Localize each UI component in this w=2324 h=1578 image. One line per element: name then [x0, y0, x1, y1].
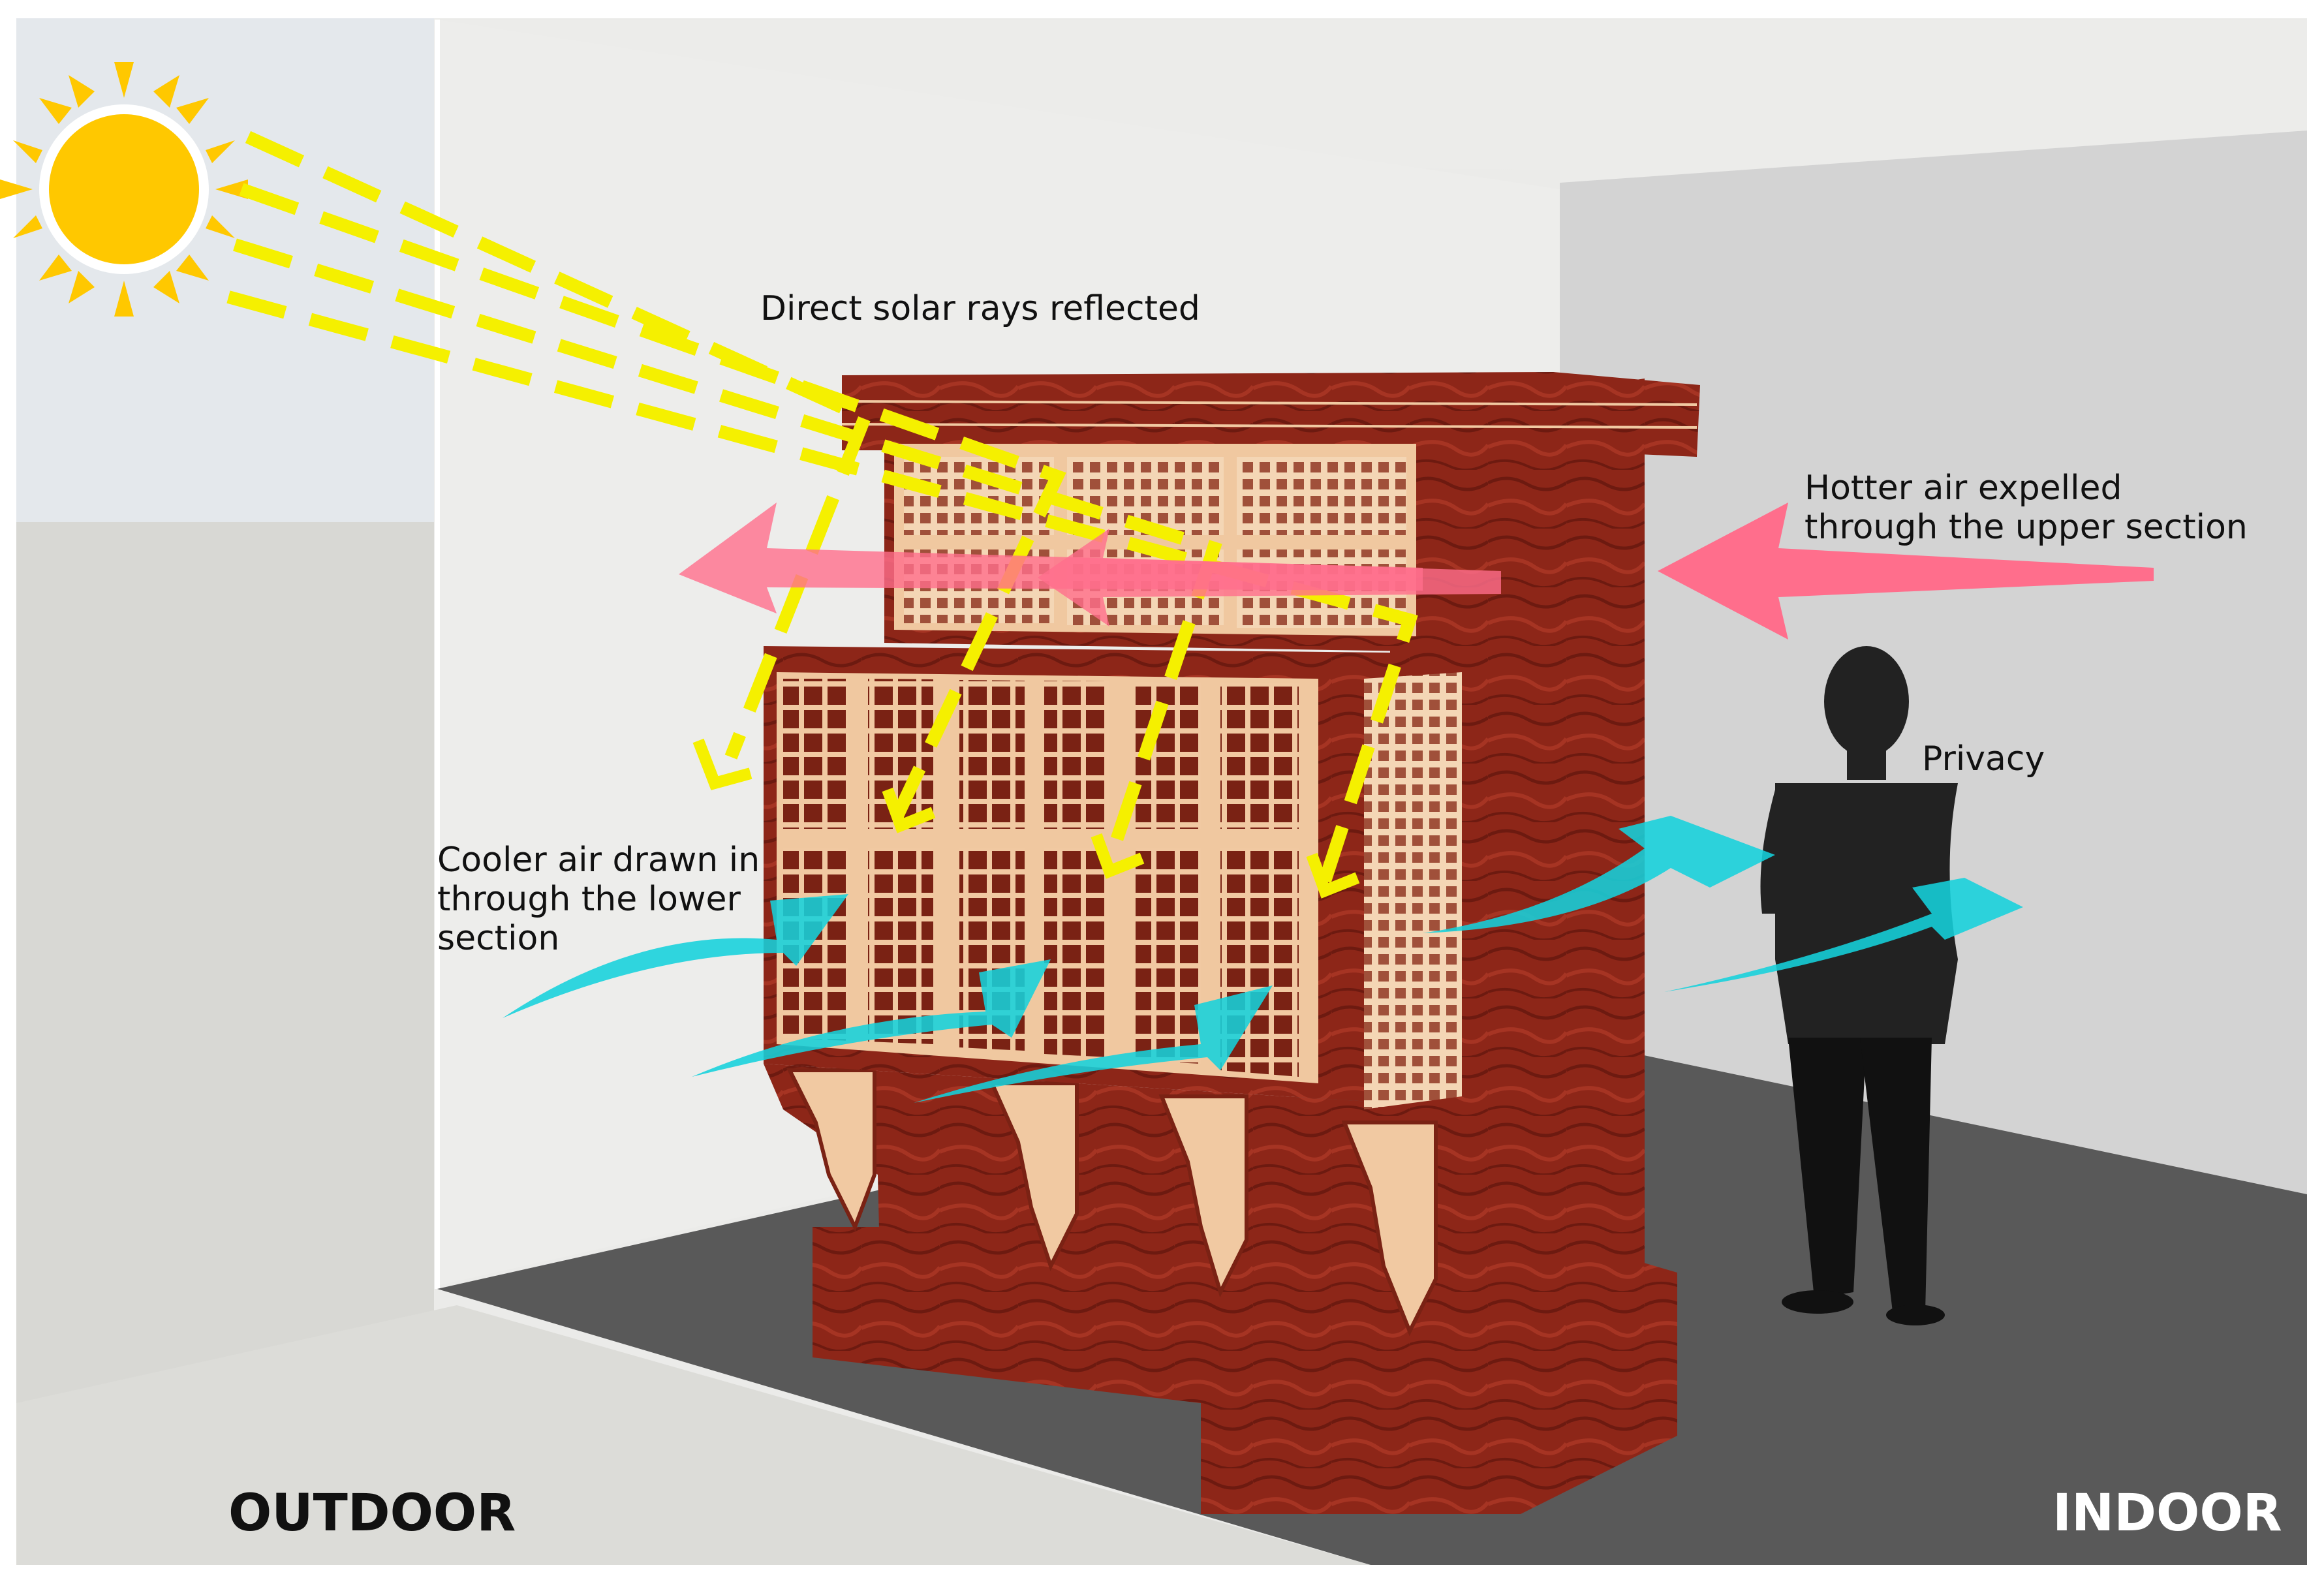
indoor-label: INDOOR [2053, 1484, 2282, 1543]
privacy-label: Privacy [1922, 739, 2045, 779]
cool-air-label-line3: section [437, 919, 559, 958]
cornice-fretwork [841, 400, 1697, 429]
cool-air-label-line1: Cooler air drawn in [437, 841, 760, 880]
outdoor-label: OUTDOOR [228, 1484, 516, 1543]
person-silhouette-icon [1760, 646, 1958, 1325]
mashrabiya-window [764, 372, 1700, 1514]
solar-rays [226, 131, 1418, 884]
lower-lattice [777, 672, 1462, 1109]
sun-icon [0, 62, 248, 317]
ray-arrowheads [692, 738, 1360, 899]
cool-air-arrows [503, 816, 2023, 1103]
solar-rays-label: Direct solar rays reflected [760, 289, 1200, 328]
hot-air-label-line2: through the upper section [1805, 508, 2248, 547]
outdoor-floor [16, 1305, 1371, 1565]
hot-air-label-line1: Hotter air expelled [1805, 469, 2122, 508]
outdoor-ground [16, 522, 434, 1565]
cool-air-label-line2: through the lower [437, 880, 741, 919]
right-wall [1560, 131, 2307, 1194]
hot-air-arrows [679, 503, 2154, 640]
